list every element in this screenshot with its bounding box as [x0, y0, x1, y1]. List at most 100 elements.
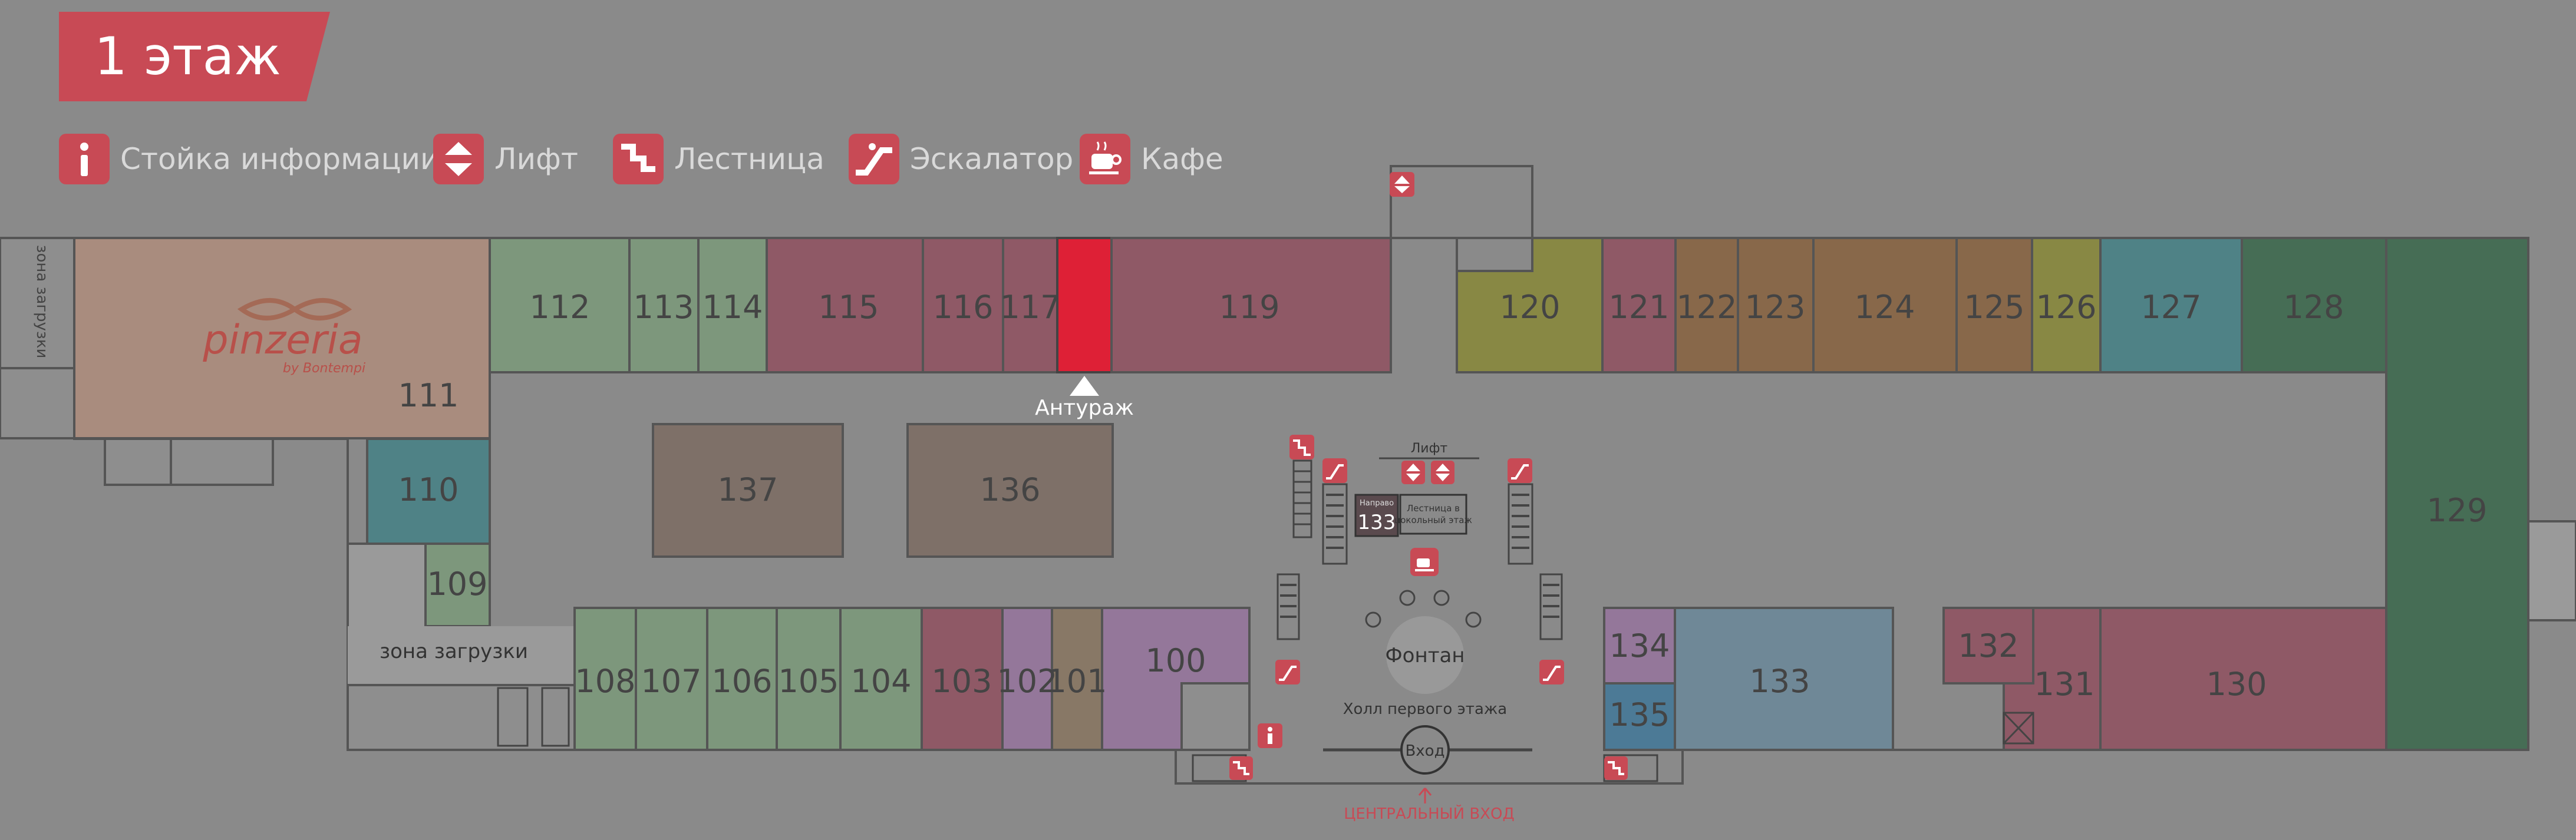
store-label-127: 127	[2140, 289, 2201, 326]
store-label-105: 105	[778, 663, 839, 700]
store-107[interactable]	[635, 607, 708, 751]
store-label-135: 135	[1609, 696, 1670, 733]
elevator-icon	[1401, 461, 1425, 484]
legend-info: Стойка информации	[59, 133, 440, 186]
legend-elevator: Лифт	[433, 133, 578, 186]
store-111[interactable]	[73, 237, 491, 439]
store-label-123: 123	[1744, 289, 1805, 326]
store-label-107: 107	[641, 663, 701, 700]
store-130[interactable]	[2099, 607, 2387, 751]
store-label-114: 114	[702, 289, 763, 326]
store-label-100: 100	[1145, 642, 1206, 679]
store-label-115: 115	[818, 289, 879, 326]
store-105[interactable]	[776, 607, 842, 751]
store-label-131: 131	[2034, 666, 2095, 703]
store-label-108: 108	[575, 663, 635, 700]
store-label-110: 110	[398, 471, 459, 508]
store-106[interactable]	[706, 607, 778, 751]
store-123[interactable]	[1737, 237, 1815, 373]
legend-label: Лифт	[494, 142, 578, 176]
store-label-111: 111	[398, 377, 459, 414]
elevator-icon	[1390, 172, 1414, 197]
highlight-store-label: Антураж	[1035, 396, 1134, 420]
arrow-up-icon	[1418, 788, 1432, 803]
store-136[interactable]	[906, 423, 1114, 558]
store-116[interactable]	[922, 237, 1004, 373]
store-121[interactable]	[1601, 237, 1677, 373]
atrium: Лифт Направо 133 Лестница в цокольный эт…	[1192, 172, 1658, 823]
store-label-121: 121	[1608, 289, 1669, 326]
store-119[interactable]	[1110, 237, 1392, 373]
entrance[interactable]	[1400, 725, 1450, 775]
store-117[interactable]	[1002, 237, 1058, 373]
loading-dock-left	[0, 237, 75, 439]
store-113[interactable]	[628, 237, 700, 373]
store-label-130: 130	[2206, 666, 2267, 703]
pinzeria-logo: pinzeria by Bontempi	[202, 298, 365, 376]
store-label-116: 116	[932, 289, 993, 326]
store-135[interactable]	[1603, 682, 1676, 751]
store-133[interactable]	[1674, 607, 1894, 751]
store-label-109: 109	[427, 565, 487, 603]
store-114[interactable]	[697, 237, 768, 373]
store-101[interactable]	[1051, 607, 1103, 751]
sign-caption-line2: цокольный этаж	[1394, 515, 1472, 525]
elevator-icon	[433, 134, 484, 184]
store-108[interactable]	[573, 607, 637, 751]
store-122[interactable]	[1674, 237, 1739, 373]
store-label-136: 136	[979, 471, 1040, 508]
floor-title: 1 этаж	[94, 26, 281, 87]
location-marker-icon	[1070, 376, 1099, 396]
legend-label: Эскалатор	[910, 142, 1074, 176]
legend-label: Стойка информации	[120, 142, 440, 176]
store-label-122: 122	[1676, 289, 1737, 326]
legend-cafe: Кафе	[1080, 133, 1223, 186]
legend-label: Кафе	[1141, 142, 1223, 176]
pinzeria-tagline: by Bontempi	[283, 361, 365, 376]
legend-escalator: Эскалатор	[849, 133, 1073, 186]
store-103[interactable]	[921, 607, 1004, 751]
lift-label: Лифт	[1411, 441, 1448, 456]
store-126[interactable]	[2031, 237, 2102, 373]
fountain	[1386, 616, 1464, 694]
store-label-119: 119	[1219, 289, 1279, 326]
store-104[interactable]	[839, 607, 923, 751]
store-label-104: 104	[850, 663, 911, 700]
store-highlight-anturazh[interactable]	[1056, 237, 1113, 373]
store-124[interactable]	[1812, 237, 1958, 373]
stairs-icon	[613, 134, 664, 184]
sign-caption-top: Направо	[1360, 499, 1394, 508]
store-137[interactable]	[652, 423, 844, 558]
store-label-106: 106	[711, 663, 772, 700]
store-label-129: 129	[2426, 492, 2487, 529]
floor-title-banner	[59, 12, 330, 101]
info-icon	[59, 134, 110, 184]
store-115[interactable]	[766, 237, 924, 373]
store-label-103: 103	[931, 663, 992, 700]
pinzeria-wordmark: pinzeria	[202, 317, 362, 363]
store-102[interactable]	[1001, 607, 1053, 751]
loading-zone-label: зона загрузки	[380, 640, 528, 663]
store-129[interactable]	[2385, 237, 2529, 751]
store-label-133: 133	[1749, 663, 1810, 700]
store-label-128: 128	[2283, 289, 2344, 326]
direction-sign	[1354, 494, 1399, 537]
escalator-icon	[849, 134, 899, 184]
sign-store-number: 133	[1358, 511, 1396, 534]
entrance-label: Вход	[1405, 742, 1444, 760]
store-label-134: 134	[1609, 627, 1670, 664]
sign-caption-line1: Лестница в	[1407, 503, 1460, 514]
cafe-icon	[1080, 134, 1130, 184]
fountain-label: Фонтан	[1385, 644, 1465, 667]
loading-zone-vertical-label: зона загрузки	[33, 245, 51, 359]
right-stairwell	[2527, 520, 2576, 621]
store-label-124: 124	[1854, 289, 1915, 326]
store-112[interactable]	[489, 237, 631, 373]
store-label-112: 112	[529, 289, 590, 326]
store-125[interactable]	[1955, 237, 2033, 373]
store-label-117: 117	[1000, 289, 1060, 326]
store-label-120: 120	[1499, 289, 1560, 326]
store-128[interactable]	[2241, 237, 2387, 373]
store-label-126: 126	[2036, 289, 2096, 326]
